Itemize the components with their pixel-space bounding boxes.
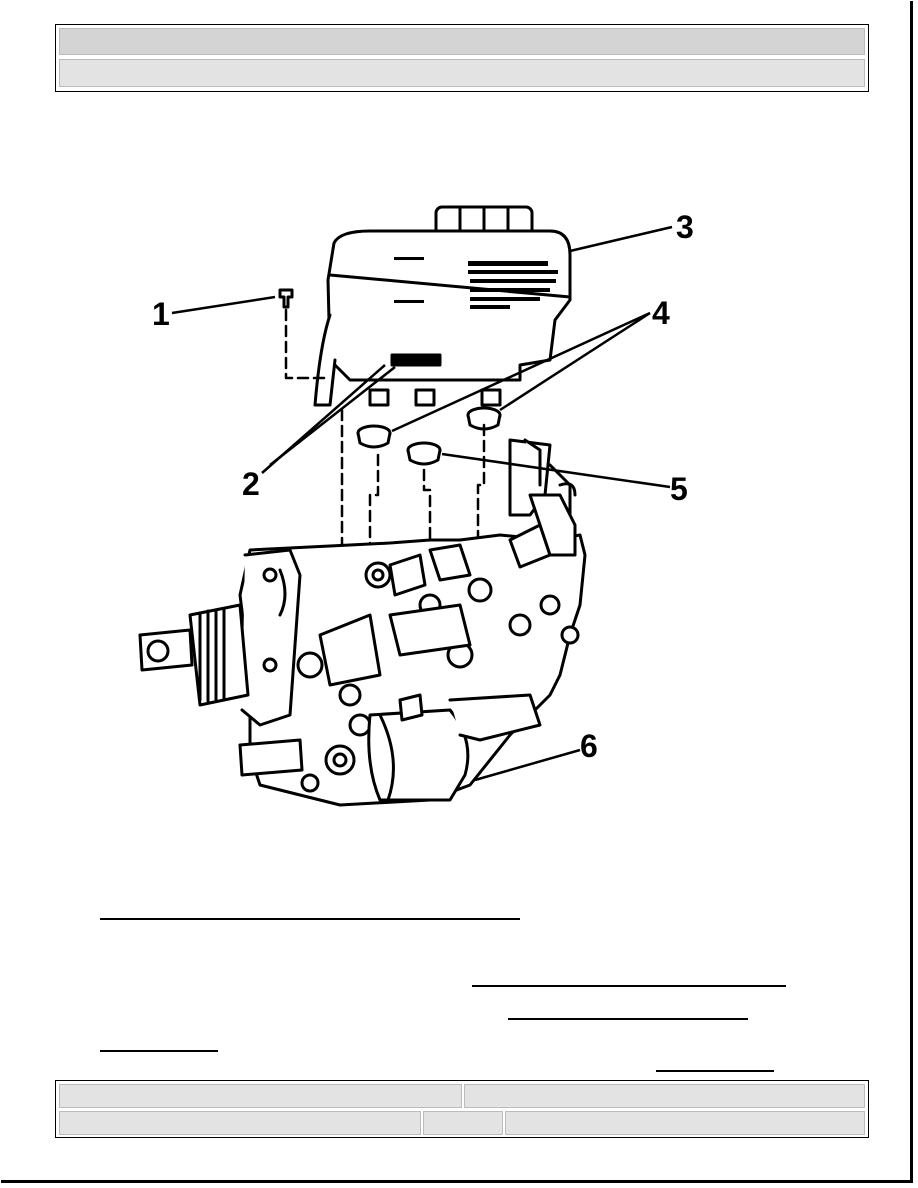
brake-master-cylinder-illustration: 1 2 3 4 5 6 [130,195,730,815]
document-header [55,24,869,92]
header-subtitle-bar [59,59,865,87]
footer-cell-right [464,1084,865,1108]
footer-cell-bottom-left [59,1111,421,1135]
callout-6: 6 [580,728,598,764]
link-underline-4[interactable] [100,1050,218,1052]
link-underline-3[interactable] [508,1018,748,1020]
link-underline-5[interactable] [656,1070,774,1072]
callout-5: 5 [670,471,688,507]
footer-cell-bottom-right [505,1111,865,1135]
assembly-drawing [138,205,673,807]
callout-1: 1 [152,296,170,332]
document-footer [55,1080,869,1138]
fluid-reservoir [326,229,572,382]
link-underline-2[interactable] [472,985,786,987]
footer-cell-left [59,1084,462,1108]
header-title-bar [59,28,865,55]
callout-2: 2 [242,466,260,502]
link-underline-1[interactable] [100,918,520,920]
footer-cell-bottom-mid [423,1111,503,1135]
callout-4: 4 [652,295,670,331]
callout-3: 3 [676,209,694,245]
